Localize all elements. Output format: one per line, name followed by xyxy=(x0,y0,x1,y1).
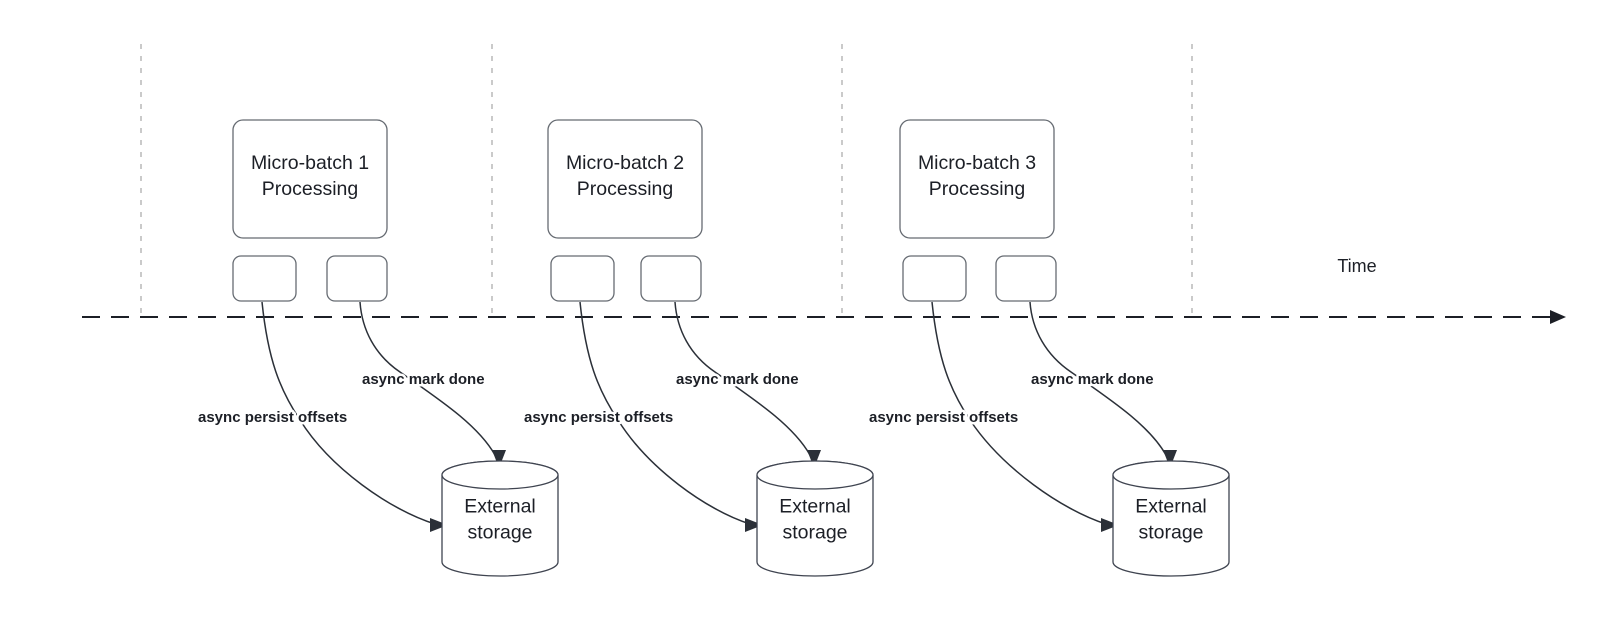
task-box-3a[interactable] xyxy=(902,255,967,302)
persist-offsets-edge-1-path xyxy=(261,301,436,525)
task-box-3b[interactable] xyxy=(995,255,1057,302)
micro-batch-2-box-line1: Micro-batch 2 xyxy=(566,152,684,174)
task-box-1a[interactable] xyxy=(232,255,297,302)
micro-batch-3-box-line2: Processing xyxy=(929,178,1025,200)
timeline-arrow xyxy=(1550,310,1566,324)
persist-offsets-edge-3-path xyxy=(931,301,1107,525)
mark-done-edge-2-arrowhead xyxy=(807,450,821,468)
persist-offsets-edge-2-arrowhead xyxy=(745,518,763,532)
mark-done-edge-3-arrowhead xyxy=(1163,450,1177,468)
persist-offsets-edge-3-label: async persist offsets xyxy=(869,409,1018,426)
task-box-1b[interactable] xyxy=(326,255,388,302)
time-axis-label: Time xyxy=(1337,256,1376,276)
micro-batch-2-box-line2: Processing xyxy=(577,178,673,200)
mark-done-edge-2-label-halo: async mark done xyxy=(676,371,799,388)
micro-batch-3-box-line1: Micro-batch 3 xyxy=(918,152,1036,174)
persist-offsets-edge-2-path xyxy=(579,301,751,525)
mark-done-edge-1-label-halo: async mark done xyxy=(362,371,485,388)
persist-offsets-edge-1-arrowhead xyxy=(430,518,448,532)
external-storage-2-line2: storage xyxy=(782,522,847,544)
micro-batch-1-box-line2: Processing xyxy=(262,178,358,200)
persist-offsets-edge-2-label-halo: async persist offsets xyxy=(524,409,673,426)
task-box-2b[interactable] xyxy=(640,255,702,302)
mark-done-edge-3-path xyxy=(1029,301,1167,456)
mark-done-edge-2-label: async mark done xyxy=(676,371,799,388)
external-storage-1-line1: External xyxy=(464,496,536,518)
micro-batch-1-box[interactable] xyxy=(232,119,388,239)
external-storage-3-line1: External xyxy=(1135,496,1207,518)
micro-batch-3-box[interactable] xyxy=(899,119,1055,239)
guide-lines-layer xyxy=(140,44,1193,318)
mark-done-edge-1-path xyxy=(359,301,496,456)
timeline-layer: Time xyxy=(82,256,1566,324)
edge-labels-layer: async persist offsets async persist offse… xyxy=(196,368,1157,428)
mark-done-edge-1-label: async mark done xyxy=(362,371,485,388)
external-storage-2-top-ellipse xyxy=(756,460,874,490)
persist-offsets-edge-1-label-halo: async persist offsets xyxy=(198,409,347,426)
external-storage-1-line2: storage xyxy=(467,522,532,544)
mark-done-edge-2-path xyxy=(674,301,811,456)
external-storage-3-line2: storage xyxy=(1138,522,1203,544)
external-storage-2-line1: External xyxy=(779,496,851,518)
persist-offsets-edge-1-label: async persist offsets xyxy=(198,409,347,426)
mark-done-edge-3-label-halo: async mark done xyxy=(1031,371,1154,388)
external-storage-3-top-ellipse xyxy=(1112,460,1230,490)
external-storage-1-top-ellipse xyxy=(441,460,559,490)
persist-offsets-edge-3-label-halo: async persist offsets xyxy=(869,409,1018,426)
mark-done-edge-1-arrowhead xyxy=(492,450,506,468)
micro-batch-1-box-line1: Micro-batch 1 xyxy=(251,152,369,174)
task-box-2a[interactable] xyxy=(550,255,615,302)
persist-offsets-edge-3-arrowhead xyxy=(1101,518,1119,532)
mark-done-edge-3-label: async mark done xyxy=(1031,371,1154,388)
edges-layer xyxy=(261,301,1177,532)
persist-offsets-edge-2-label: async persist offsets xyxy=(524,409,673,426)
micro-batch-2-box[interactable] xyxy=(547,119,703,239)
